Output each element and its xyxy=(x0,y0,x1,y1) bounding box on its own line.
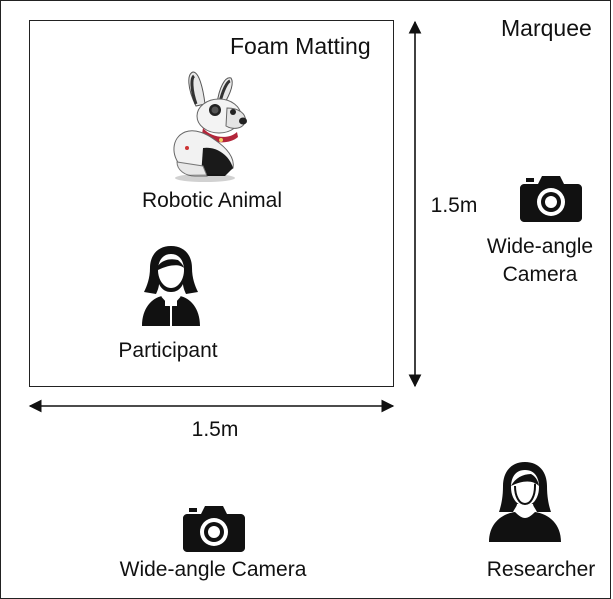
vertical-dimension-label: 1.5m xyxy=(430,194,478,217)
foam-matting-label: Foam Matting xyxy=(230,33,371,59)
right-camera-label: Wide-angle Camera xyxy=(470,233,610,289)
participant-person-icon xyxy=(142,246,200,326)
robotic-animal-label: Robotic Animal xyxy=(141,189,283,212)
researcher-person-icon xyxy=(489,462,561,542)
participant-label: Participant xyxy=(118,339,218,362)
right-camera-icon xyxy=(520,176,582,222)
marquee-label: Marquee xyxy=(501,15,592,41)
horizontal-dimension-label: 1.5m xyxy=(191,418,239,441)
right-camera-label-line2: Camera xyxy=(502,263,578,286)
right-camera-label-line1: Wide-angle xyxy=(486,235,594,258)
bottom-camera-label: Wide-angle Camera xyxy=(119,558,307,581)
bottom-camera-icon xyxy=(183,506,245,552)
researcher-label: Researcher xyxy=(486,558,596,581)
foam-matting-area xyxy=(29,20,394,387)
robotic-dog-icon xyxy=(173,71,247,182)
